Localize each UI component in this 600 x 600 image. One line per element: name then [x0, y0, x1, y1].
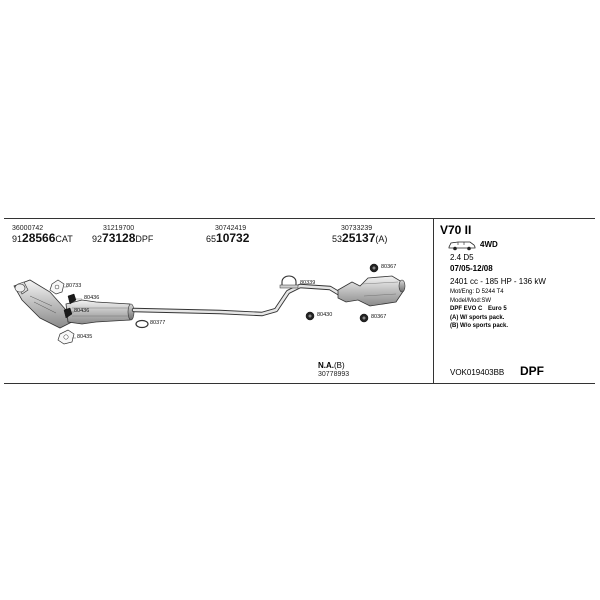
- column-4-ref: 30733239: [341, 225, 373, 232]
- system-code: VOK019403BB: [450, 368, 505, 377]
- column-4-prefix: 53: [332, 234, 343, 244]
- dpf-filter[interactable]: [65, 299, 135, 325]
- middle-pipe[interactable]: [131, 283, 343, 317]
- gasket-80435[interactable]: [57, 329, 75, 345]
- clamp-80339[interactable]: [279, 275, 299, 289]
- column-2-prefix: 92: [92, 234, 103, 244]
- note-sports-pack: (A) W/ sports pack.: [450, 315, 505, 321]
- vehicle-engine: 2.4 D5: [450, 253, 474, 262]
- vehicle-euro: Euro 5: [488, 306, 507, 312]
- column-4-code: 25137: [342, 231, 376, 245]
- column-1-ref: 36000742: [12, 225, 44, 232]
- column-2-part-number[interactable]: 9273128DPF: [92, 232, 153, 244]
- leader-lines: [64, 286, 82, 339]
- vehicle-drive: 4WD: [480, 240, 498, 249]
- label-80733: 80733: [66, 283, 82, 289]
- label-80430: 80430: [317, 312, 333, 318]
- label-80377: 80377: [150, 320, 166, 326]
- vehicle-dates: 07/05-12/08: [450, 264, 493, 273]
- label-80339: 80339: [300, 280, 316, 286]
- gasket-80436-b[interactable]: [63, 307, 73, 319]
- clamp-80377[interactable]: [135, 319, 149, 329]
- column-1-part-number[interactable]: 9128566CAT: [12, 232, 73, 244]
- label-80367-b: 80367: [371, 314, 387, 320]
- rubber-mount-80367-b[interactable]: [359, 313, 369, 323]
- info-divider: [433, 218, 434, 383]
- rubber-mount-80430[interactable]: [305, 311, 315, 321]
- wagon-car-icon: [448, 241, 476, 251]
- column-3-ref: 30742419: [215, 225, 247, 232]
- rear-silencer[interactable]: [337, 275, 406, 307]
- column-3-prefix: 65: [206, 234, 217, 244]
- label-80436-a: 80436: [84, 295, 100, 301]
- column-1-suffix: CAT: [55, 234, 73, 244]
- column-1-prefix: 91: [12, 234, 23, 244]
- gasket-80733[interactable]: [49, 279, 65, 295]
- na-ref: 30778993: [318, 371, 350, 378]
- column-2-ref: 31219700: [103, 225, 135, 232]
- label-80435: 80435: [77, 334, 93, 340]
- gasket-80436-a[interactable]: [67, 293, 77, 305]
- vehicle-dpf-evo: DPF EVO C: [450, 306, 483, 312]
- column-4-part-number[interactable]: 5325137(A): [332, 232, 387, 244]
- column-4-suffix: (A): [375, 234, 388, 244]
- label-80436-b: 80436: [74, 308, 90, 314]
- vehicle-power: 2401 cc - 185 HP - 136 kW: [450, 277, 546, 286]
- label-80367-a: 80367: [381, 264, 397, 270]
- vehicle-model: V70 II: [440, 223, 472, 237]
- vehicle-model-mod: Model/Mod:SW: [450, 298, 492, 304]
- note-no-sports-pack: (B) W/o sports pack.: [450, 323, 509, 329]
- na-variant: (B): [334, 361, 345, 370]
- na-label: N.A.: [318, 361, 334, 370]
- system-tag: DPF: [520, 364, 544, 378]
- column-3-part-number[interactable]: 6510732: [206, 232, 249, 244]
- column-2-code: 73128: [102, 231, 136, 245]
- diagram-frame: [4, 218, 595, 384]
- column-3-code: 10732: [216, 231, 250, 245]
- vehicle-mot-eng: Mot/Eng: D 5244 T4: [450, 289, 504, 295]
- rubber-mount-80367-a[interactable]: [369, 263, 379, 273]
- column-1-code: 28566: [22, 231, 56, 245]
- column-2-suffix: DPF: [135, 234, 154, 244]
- na-note: N.A.(B): [318, 362, 345, 370]
